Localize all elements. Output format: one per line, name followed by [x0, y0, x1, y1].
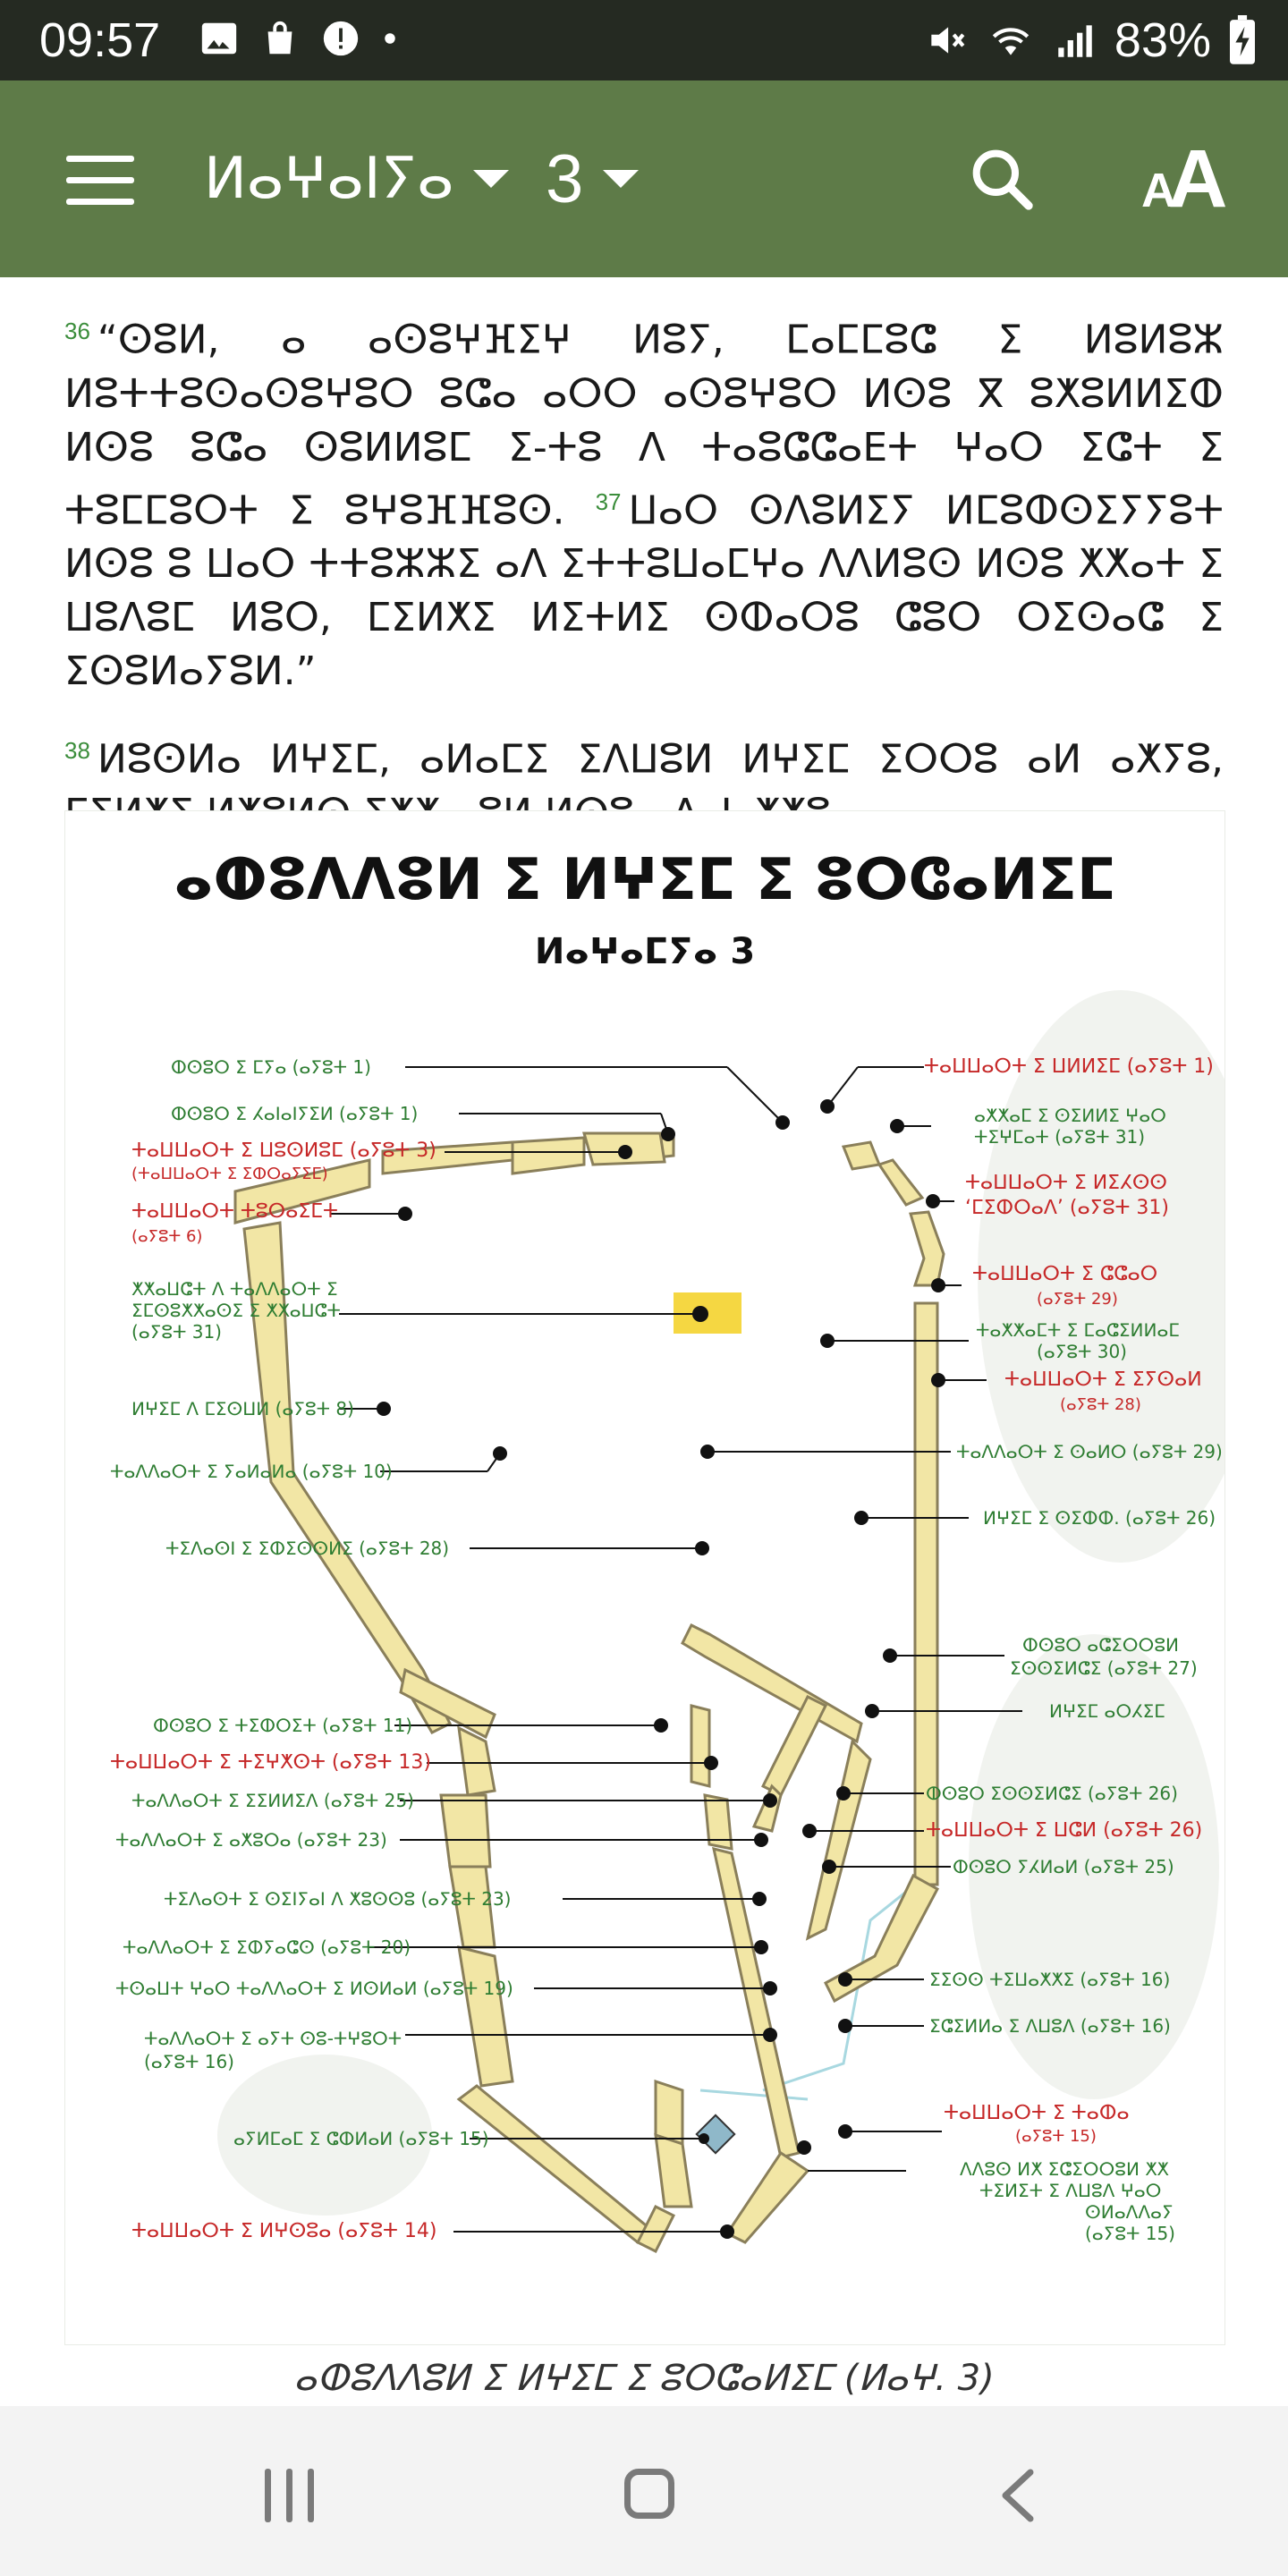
map-label: ⵜⵉⵖⵎⴰⵜ (ⴰⵢⵓⵜ 31) — [974, 1126, 1146, 1148]
map-label: (ⴰⵢⵓⵜ 15) — [1085, 2223, 1175, 2244]
map-label: ⵀⵙⵓⵔ ⵉ ⵜⵉⵀⵔⵉⵜ (ⴰⵢⵓⵜ 11) — [153, 1715, 413, 1736]
map-label: ⵜⴰⵡⵡⴰⵔⵜ ⵉ ⵉⵢⵙⴰⵍ — [1004, 1368, 1202, 1391]
verse-number[interactable]: 37 — [595, 487, 622, 515]
map-label: ⵜⴰⵡⵡⴰⵔⵜ ⵉ ⵡⵛⵍ (ⴰⵢⵓⵜ 26) — [926, 1819, 1203, 1842]
shopping-bag-icon — [267, 21, 292, 55]
scripture-content: 36“ⵙⵓⵍ, ⴰ ⴰⵙⵓⵖⴼⵉⵖ ⵍⵓⵢ, ⵎⴰⵎⵎⵓⵛ ⵉ ⵍⵓⵍⵓⵣ ⵍⵓ… — [64, 304, 1224, 866]
map-label: (ⴰⵢⵓⵜ 6) — [131, 1227, 203, 1246]
map-label: ⵍⵖⵉⵎ ⴷ ⵎⵉⵙⵡⵍ (ⴰⵢⵓⵜ 8) — [131, 1398, 354, 1419]
map-label: (ⴰⵢⵓⵜ 16) — [144, 2051, 234, 2072]
search-icon[interactable] — [966, 143, 1038, 215]
verse-paragraph: 36“ⵙⵓⵍ, ⴰ ⴰⵙⵓⵖⴼⵉⵖ ⵍⵓⵢ, ⵎⴰⵎⵎⵓⵛ ⵉ ⵍⵓⵍⵓⵣ ⵍⵓ… — [64, 304, 1224, 699]
verse-number[interactable]: 38 — [64, 737, 90, 765]
map-label: ⵅⵅⴰⵡⵛⵜ ⴷ ⵜⴰⴷⴷⴰⵔⵜ ⵉ — [131, 1278, 338, 1300]
map-background-shape — [217, 2055, 432, 2216]
map-label: (ⴰⵢⵓⵜ 15) — [1015, 2127, 1097, 2146]
map-label: ⵜⴰⴷⴷⴰⵔⵜ ⵉ ⵉⵀⵢⴰⵛⵙ (ⴰⵢⵓⵜ 20) — [123, 1936, 411, 1958]
map-background-shape — [978, 990, 1224, 1563]
map-label: ⵜⴰⵡⵡⴰⵔⵜ ⵉ ⵍⵉⵃⵙⵙ — [965, 1172, 1167, 1194]
map-label: ⵜⴰⵡⵡⴰⵔⵜ ⵉ ⵡⵓⵙⵍⵓⵎ (ⴰⵢⵓⵜ 3) — [131, 1140, 436, 1162]
map-label: ⵜⴰⵡⵡⴰⵔⵜ ⵜⵓⵔⴰⵉⵎⵜ — [131, 1200, 338, 1223]
map-label: ⵍⵖⵉⵎ ⵉ ⵙⵉⵀⵀ. (ⴰⵢⵓⵜ 26) — [983, 1507, 1216, 1529]
text-size-icon[interactable]: A A — [1141, 133, 1228, 225]
map-label: ⵙⵍⴰⴷⴷⴰⵢ — [1085, 2201, 1174, 2223]
chevron-down-icon — [603, 170, 640, 188]
map-label: (ⵜⴰⵡⵡⴰⵔⵜ ⵉ ⵉⵀⵔⴰⵢⵉⵎ) — [131, 1165, 328, 1183]
map-label: ⵜⴰⴷⴷⴰⵔⵜ ⵉ ⵉⵉⵍⵍⵉⴷ (ⴰⵢⵓⵜ 25) — [131, 1790, 414, 1811]
map-label: ⵜⵉⴷⴰⵙⵏ ⵉ ⵉⵀⵉⵙⵙⵍⵉ (ⴰⵢⵓⵜ 28) — [165, 1538, 450, 1559]
map-label: ⵀⵙⵓⵔ ⵉⵙⵙⵉⵍⵛⵉ (ⴰⵢⵓⵜ 26) — [926, 1783, 1178, 1804]
map-label: ⵜⴰⵅⵅⴰⵎⵜ ⵉ ⵎⴰⵛⵉⵍⵍⴰⵎ — [976, 1319, 1180, 1341]
map-label: ⵜⴰⴷⴷⴰⵔⵜ ⵉ ⵢⴰⵍⴰⵍⴰ (ⴰⵢⵓⵜ 10) — [110, 1461, 393, 1482]
status-time: 09:57 — [39, 13, 161, 67]
map-label: ‘ⵎⵉⵀⵔⴰⴷ’ (ⴰⵢⵓⵜ 31) — [965, 1197, 1169, 1219]
verse-number[interactable]: 36 — [64, 318, 90, 344]
map-label: ⵜⵉⵍⵉⵜ ⵉ ⴷⵡⵓⴷ ⵖⴰⵔ — [979, 2180, 1162, 2201]
status-system-icons: 83% — [923, 9, 1258, 72]
city-walls — [233, 1131, 945, 2254]
map-label: ⵜⴰⴷⴷⴰⵔⵜ ⵉ ⵙⴰⵍⵔ (ⴰⵢⵓⵜ 29) — [956, 1441, 1223, 1462]
wifi-icon — [992, 28, 1030, 55]
chevron-down-icon — [473, 170, 510, 188]
jerusalem-map[interactable]: ⴰⵀⵓⴷⴷⵓⵍ ⵉ ⵍⵖⵉⵎ ⵉ ⵓⵔⵛⴰⵍⵉⵎ ⵍⴰⵖⴰⵎⵢⴰ 3 ⵀⵙⵓⵔ … — [64, 810, 1225, 2345]
dot-icon — [385, 33, 395, 44]
map-label: ⵉⵎⵙⵓⵅⵅⴰⵙⵉ ⵉ ⵅⵅⴰⵡⵛⵜ — [131, 1300, 341, 1321]
navigation-bar — [0, 2406, 1288, 2576]
app-bar: ⵍⴰⵖⴰⵏⵢⴰ 3 A A — [0, 80, 1288, 277]
map-subtitle: ⵍⴰⵖⴰⵎⵢⴰ 3 — [534, 931, 756, 972]
home-icon[interactable] — [624, 2469, 674, 2519]
chapter-selector[interactable]: 3 — [546, 134, 640, 224]
map-label: ⵜⴰⵡⵡⴰⵔⵜ ⵉ ⵜⴰⵀⴰ — [944, 2102, 1130, 2124]
map-label: ⵉⵙⵙⵉⵍⵛⵉ (ⴰⵢⵓⵜ 27) — [1010, 1657, 1198, 1679]
map-label: ⵀⵙⵓⵔ ⵉ ⵃⴰⵏⴰⵏⵢⵉⵍ (ⴰⵢⵓⵜ 1) — [171, 1103, 419, 1124]
map-drawing — [217, 990, 1224, 2254]
book-selector[interactable]: ⵍⴰⵖⴰⵏⵢⴰ — [204, 134, 510, 224]
map-label: ⵜⵙⴰⵡⵜ ⵖⴰⵔ ⵜⴰⴷⴷⴰⵔⵜ ⵉ ⵍⵙⵍⴰⵍ (ⴰⵢⵓⵜ 19) — [115, 1978, 513, 1999]
map-label: ⵉⵛⵉⵍⵍⴰ ⵉ ⴷⵡⵓⴷ (ⴰⵢⵓⵜ 16) — [929, 2015, 1171, 2037]
map-label: ⵀⵙⵓⵔ ⵢⵃⵍⴰⵍ (ⴰⵢⵓⵜ 25) — [953, 1856, 1174, 1877]
map-caption: ⴰⵀⵓⴷⴷⵓⵍ ⵉ ⵍⵖⵉⵎ ⵉ ⵓⵔⵛⴰⵍⵉⵎ (ⵍⴰⵖ. 3) — [293, 2358, 995, 2399]
battery-charging-icon — [1230, 15, 1255, 64]
verse-text: ⵡⴰⵔ ⵙⴷⵓⵍⵉⵢ ⵍⵎⵓⵀⵙⵉⵢⵢⵓⵜ ⵍⵙⵓ ⵓ ⵡⴰⵔ ⵜⵜⵓⵣⵣⵉ ⴰ… — [64, 487, 1224, 695]
map-markers — [377, 1099, 945, 2239]
alert-icon — [323, 21, 359, 56]
map-label: (ⴰⵢⵓⵜ 31) — [131, 1321, 222, 1343]
map-label: ⵀⵙⵓⵔ ⵉ ⵎⵢⴰ (ⴰⵢⵓⵜ 1) — [171, 1056, 371, 1078]
chapter-number: 3 — [546, 140, 584, 217]
map-label: ⵀⵙⵓⵔ ⴰⵛⵉⵔⵔⵓⵍ — [1022, 1634, 1179, 1656]
map-label: ⵉⵉⵙⵙ ⵜⵉⵡⴰⵅⵅⵉ (ⴰⵢⵓⵜ 16) — [929, 1969, 1171, 1990]
map-label: ⵜⴰⴷⴷⴰⵔⵜ ⵉ ⴰⵢⵜ ⵙⵓ-ⵜⵖⵓⵔⵜ — [144, 2028, 402, 2049]
verse-text: “ⵙⵓⵍ, ⴰ ⴰⵙⵓⵖⴼⵉⵖ ⵍⵓⵢ, ⵎⴰⵎⵎⵓⵛ ⵉ ⵍⵓⵍⵓⵣ ⵍⵓⵜⵜ… — [64, 317, 1224, 534]
map-label: (ⴰⵢⵓⵜ 30) — [1037, 1341, 1127, 1362]
status-notification-icons — [199, 18, 399, 59]
map-label: ⴷⴷⵓⵙ ⵍⵅ ⵉⵛⵉⵔⵔⵓⵍ ⵅⵅ — [960, 2158, 1169, 2180]
image-icon — [201, 22, 237, 55]
recent-apps-icon[interactable] — [265, 2469, 318, 2522]
map-label: ⵜⴰⵡⵡⴰⵔⵜ ⵉ ⵡⵍⵍⵉⵎ (ⴰⵢⵓⵜ 1) — [924, 1055, 1214, 1078]
map-label: ⵜⴰⵡⵡⴰⵔⵜ ⵉ ⵜⵉⵖⵅⵙⵜ (ⴰⵢⵓⵜ 13) — [110, 1751, 431, 1774]
map-label: ⵜⴰⴷⴷⴰⵔⵜ ⵉ ⴰⵅⵓⵔⴰ (ⴰⵢⵓⵜ 23) — [115, 1829, 387, 1851]
status-bar: 09:57 83% — [0, 0, 1288, 80]
map-label: ⵜⴰⵡⵡⴰⵔⵜ ⵉ ⵛⵛⴰⵔ — [972, 1263, 1158, 1285]
map-label: (ⴰⵢⵓⵜ 28) — [1060, 1395, 1141, 1414]
map-label: ⵍⵖⵉⵎ ⴰⵔⵃⵉⵎ — [1049, 1700, 1165, 1722]
map-label: ⵜⴰⵡⵡⴰⵔⵜ ⵉ ⵍⵖⵙⵓⴰ (ⴰⵢⵓⵜ 14) — [131, 2220, 437, 2242]
map-label: ⵜⵉⴷⴰⵙⵜ ⵉ ⵙⵉⵏⵢⴰⵏ ⴷ ⵅⵓⵙⵙⵓ (ⴰⵢⵓⵜ 23) — [164, 1888, 512, 1910]
signal-icon — [1058, 25, 1092, 57]
map-leader-lines — [330, 1066, 1022, 2233]
map-label: ⴰⵅⵅⴰⵎ ⵉ ⵙⵉⵍⵍⵉ ⵖⴰⵔ — [974, 1105, 1166, 1126]
battery-percent: 83% — [1114, 13, 1211, 67]
book-name: ⵍⴰⵖⴰⵏⵢⴰ — [204, 146, 454, 212]
pool-marker — [695, 2114, 736, 2155]
menu-icon[interactable] — [66, 156, 134, 206]
back-icon[interactable] — [995, 2469, 1038, 2522]
map-label: ⴰⵢⵍⵎⴰⵎ ⵉ ⵛⵀⵍⴰⵍ (ⴰⵢⵓⵜ 15) — [233, 2128, 489, 2149]
mute-icon — [931, 27, 965, 54]
map-title: ⴰⵀⵓⴷⴷⵓⵍ ⵉ ⵍⵖⵉⵎ ⵉ ⵓⵔⵛⴰⵍⵉⵎ — [174, 847, 1116, 913]
map-background-shape — [969, 1634, 1219, 2099]
map-label: (ⴰⵢⵓⵜ 29) — [1037, 1290, 1118, 1309]
